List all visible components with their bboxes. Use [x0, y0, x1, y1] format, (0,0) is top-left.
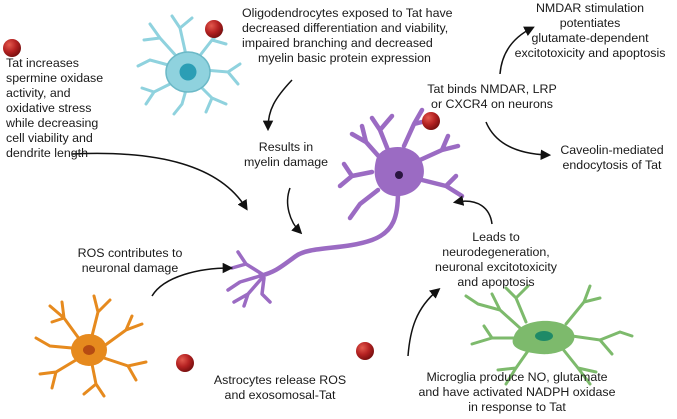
microglia-label: Microglia produce NO, glutamate and have… [418, 370, 616, 414]
tat-particle-icon [3, 39, 21, 57]
tat-particle-icon [422, 112, 440, 130]
astrocyte-nucleus [83, 345, 95, 355]
tat-particle-icon [356, 342, 374, 360]
oligodendrocyte-icon [136, 14, 242, 116]
tat-particle-icon [176, 354, 194, 372]
leads-to-label: Leads to neurodegeneration, neuronal exc… [435, 230, 557, 289]
arrow-myelin-to-neuron [286, 187, 303, 235]
arrow-tatbinds-to-caveolin [485, 121, 552, 160]
tat-binds-label: Tat binds NMDAR, LRP or CXCR4 on neurons [427, 82, 557, 111]
caveolin-label: Caveolin-mediated endocytosis of Tat [560, 143, 664, 172]
arrow-ros-to-neuron [151, 262, 234, 297]
oligodendrocyte-label: Oligodendrocytes exposed to Tat have dec… [242, 6, 453, 65]
microglia-icon [464, 284, 634, 386]
tat-particle-icon [205, 20, 223, 38]
arrow-spermine-to-neuron [71, 152, 248, 211]
arrow-microglia-to-neurodegeneration [407, 288, 441, 357]
neuron-nucleus [395, 171, 403, 179]
arrow-leads-to-neuron [452, 195, 493, 225]
oligodendrocyte-nucleus [179, 63, 197, 81]
nmdar-label: NMDAR stimulation potentiates glutamate-… [514, 1, 666, 60]
myelin-damage-label: Results in myelin damage [243, 140, 329, 169]
microglia-nucleus [535, 331, 553, 341]
astrocyte-icon [34, 294, 148, 398]
astrocytes-label: Astrocytes release ROS and exosomosal-Ta… [213, 373, 347, 402]
arrow-tatbinds-to-nmdar [499, 26, 535, 75]
ros-label: ROS contributes to neuronal damage [77, 246, 183, 275]
tat-spermine-label: Tat increases spermine oxidase activity,… [6, 56, 104, 160]
arrow-oligo-to-myelin [262, 79, 293, 132]
